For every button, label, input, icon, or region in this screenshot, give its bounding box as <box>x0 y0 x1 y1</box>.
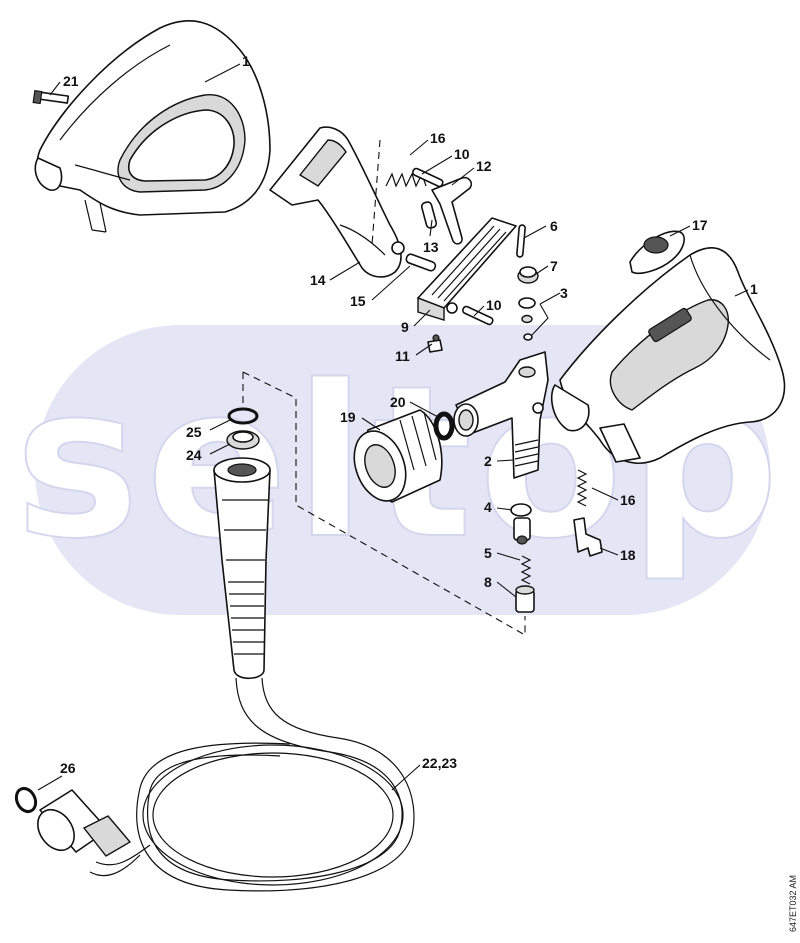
callout-15: 15 <box>350 293 366 309</box>
part-10-pin-bottom <box>461 305 494 326</box>
callout-17: 17 <box>692 217 708 233</box>
part-8-nut <box>515 585 535 613</box>
callout-22-23: 22,23 <box>422 755 457 771</box>
part-19-cap-nut <box>353 409 443 503</box>
part-7-cap <box>517 266 539 284</box>
callout-8: 8 <box>484 574 492 590</box>
part-13-pin <box>420 201 438 229</box>
callout-4: 4 <box>484 499 492 515</box>
callout-6: 6 <box>550 218 558 234</box>
part-25-o-ring <box>227 407 259 425</box>
part-18-safety-lock <box>573 517 603 557</box>
part-21-screw <box>32 89 70 105</box>
callout-3: 3 <box>560 285 568 301</box>
leader-lines <box>37 63 749 791</box>
callout-21: 21 <box>63 73 79 89</box>
part-12-lever <box>431 176 473 245</box>
part-3-seals <box>518 297 536 341</box>
callout-16-top: 16 <box>430 130 446 146</box>
part-1-housing-left <box>34 20 271 233</box>
callout-19: 19 <box>340 409 356 425</box>
callout-5: 5 <box>484 545 492 561</box>
part-26-o-ring <box>14 786 38 814</box>
callout-labels: 1 21 16 10 12 13 14 15 9 10 11 6 7 3 17 … <box>60 53 758 776</box>
callout-13: 13 <box>423 239 439 255</box>
callout-2: 2 <box>484 453 492 469</box>
part-20-o-ring <box>433 411 455 441</box>
callout-12: 12 <box>476 158 492 174</box>
part-17-lock-cap <box>629 230 685 275</box>
callout-9: 9 <box>401 319 409 335</box>
part-14-trigger <box>269 126 405 278</box>
callout-20: 20 <box>390 394 406 410</box>
part-15-pin <box>405 253 437 272</box>
part-2-valve-body <box>453 351 549 479</box>
callout-14: 14 <box>310 272 326 288</box>
part-1-handle-right <box>551 247 786 464</box>
hose-end-connector <box>37 789 132 857</box>
callout-7: 7 <box>550 258 558 274</box>
callout-1-left-housing: 1 <box>242 53 250 69</box>
callout-24: 24 <box>186 447 202 463</box>
callout-26: 26 <box>60 760 76 776</box>
part-11-button <box>427 334 443 353</box>
part-24-washer <box>226 430 260 450</box>
drawing-code: 647ET032 AM <box>788 875 798 932</box>
part-16-spring-right <box>576 469 588 507</box>
assembly-dashed-lines <box>242 139 526 636</box>
hose-coil <box>89 677 415 892</box>
part-6-pin <box>516 224 526 258</box>
callout-16-right: 16 <box>620 492 636 508</box>
part-9-locking-bar <box>417 217 517 321</box>
callout-1-right-handle: 1 <box>750 281 758 297</box>
callout-10-top: 10 <box>454 146 470 162</box>
part-4-seal <box>510 503 532 545</box>
callout-25: 25 <box>186 424 202 440</box>
part-10-pin-top <box>411 167 444 188</box>
part-22-23-hose-connector <box>213 457 271 680</box>
callout-18: 18 <box>620 547 636 563</box>
part-5-spring <box>520 555 532 585</box>
callout-11: 11 <box>395 348 410 364</box>
callout-10-bottom: 10 <box>486 297 502 313</box>
